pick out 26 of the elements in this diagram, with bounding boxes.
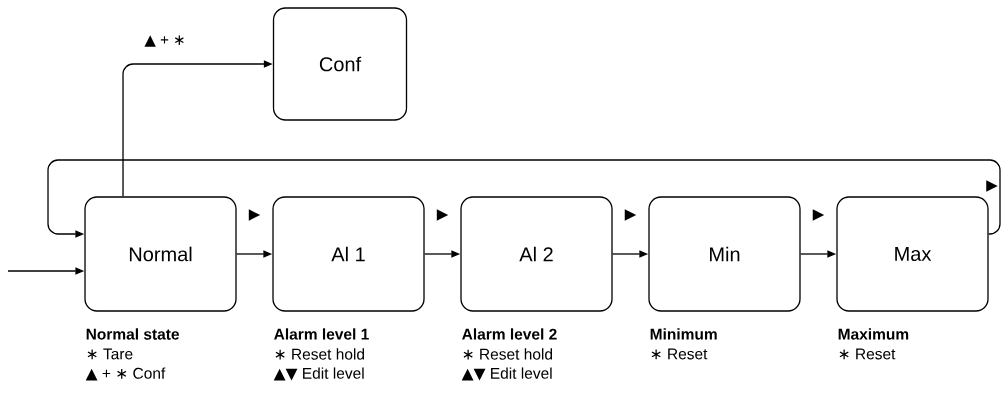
- state-box: Conf: [272, 7, 408, 121]
- key-description: ∗ Reset: [839, 348, 896, 360]
- edge-label: ▲ + ∗: [144, 35, 184, 47]
- state-heading: Alarm level 2: [462, 328, 557, 340]
- state-box: Al 1: [272, 196, 425, 312]
- edge-label: ▶: [812, 209, 825, 221]
- state-heading: Normal state: [86, 328, 179, 340]
- edge-label: ▶: [986, 180, 998, 192]
- key-description: ∗ Tare: [87, 348, 133, 360]
- state-box: Al 2: [460, 196, 613, 312]
- state-box: Min: [648, 196, 801, 312]
- key-description: ∗ Reset hold: [275, 348, 365, 360]
- state-box: Normal: [84, 196, 237, 312]
- key-description: ∗ Reset hold: [463, 348, 552, 360]
- key-description: ▲ + ∗ Conf: [85, 367, 166, 381]
- state-heading: Minimum: [650, 328, 717, 340]
- arrow: [47, 159, 1001, 238]
- key-description: ▲▼ Edit level: [273, 367, 364, 381]
- state-heading: Alarm level 1: [274, 328, 369, 340]
- key-description: ▲▼ Edit level: [461, 367, 552, 381]
- edge-label: ▶: [624, 209, 637, 221]
- edge-label: ▶: [436, 209, 449, 221]
- edge-label: ▶: [248, 209, 261, 221]
- key-description: ∗ Reset: [651, 348, 708, 360]
- state-heading: Maximum: [838, 328, 909, 340]
- state-box: Max: [836, 196, 989, 312]
